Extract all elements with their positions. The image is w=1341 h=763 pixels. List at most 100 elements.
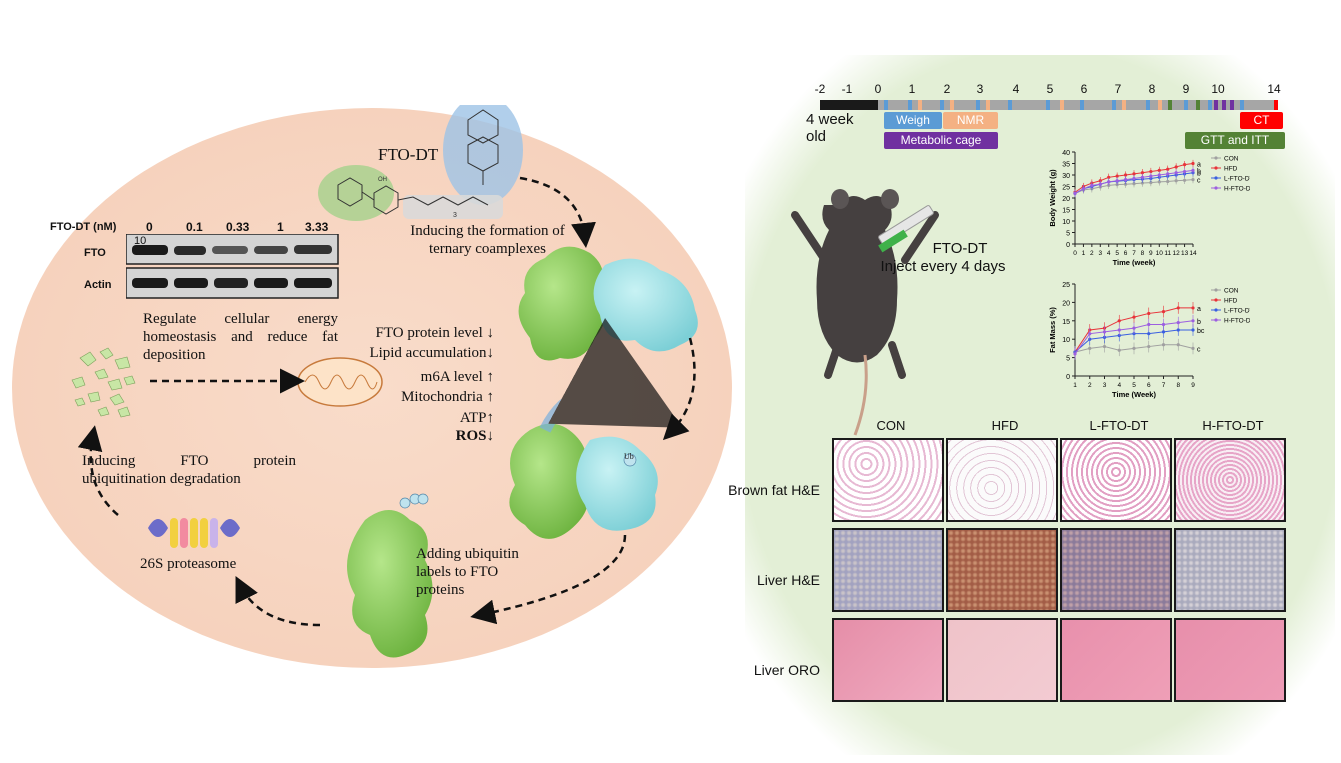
- legend-nmr: NMR: [943, 112, 998, 129]
- timeline-mark: [884, 100, 888, 110]
- timeline-mark: [986, 100, 990, 110]
- data-point: [1157, 180, 1161, 184]
- svg-text:OH: OH: [378, 177, 387, 183]
- x-tick-label: 9: [1191, 382, 1195, 389]
- tile-liver-oro-lfto: [1060, 618, 1172, 702]
- tile-liver-oro-hfd: [946, 618, 1058, 702]
- data-point: [1132, 182, 1136, 186]
- x-tick-label: 5: [1132, 382, 1136, 389]
- timeline-mark: [1046, 100, 1050, 110]
- x-tick-label: 3: [1103, 382, 1107, 389]
- x-tick-label: 8: [1141, 250, 1145, 257]
- linker-repeat-count: 3: [453, 212, 457, 219]
- data-point: [1191, 328, 1195, 332]
- tile-liver-he-hfd: [946, 528, 1058, 612]
- x-tick-label: 10: [1156, 250, 1164, 257]
- ub-label: Ub: [624, 452, 634, 461]
- y-tick-label: 10: [1062, 219, 1070, 226]
- x-tick-label: 7: [1132, 250, 1136, 257]
- timeline-mark: [1222, 100, 1226, 110]
- data-point: [1132, 315, 1136, 319]
- tile-liver-he-hfto: [1174, 528, 1286, 612]
- effect-fto-level: FTO protein level ↓: [375, 325, 494, 341]
- legend-marker: [1214, 298, 1218, 302]
- timeline-tick-label: 0: [874, 82, 882, 96]
- ternary-complex-1: [518, 246, 698, 361]
- mouse-illustration: [791, 189, 939, 436]
- data-point: [1182, 178, 1187, 182]
- x-tick-label: 1: [1082, 250, 1086, 257]
- data-point: [1098, 182, 1102, 186]
- timeline-tick-label: 3: [976, 82, 984, 96]
- data-point: [1140, 181, 1145, 185]
- x-tick-label: 4: [1117, 382, 1121, 389]
- effect-mitochondria: Mitochondria ↑: [401, 389, 494, 405]
- data-point: [1191, 161, 1195, 166]
- legend-weigh: Weigh: [884, 112, 942, 129]
- tile-brown-fat-lfto: [1060, 438, 1172, 522]
- x-tick-label: 13: [1181, 250, 1189, 257]
- data-point: [1174, 179, 1178, 183]
- x-tick-label: 6: [1147, 382, 1151, 389]
- data-point: [1073, 191, 1077, 195]
- timeline-bar: [820, 100, 1278, 110]
- timeline-tick-label: -1: [841, 82, 853, 96]
- effect-ros: ROS↓: [455, 428, 494, 444]
- significance-letter: b: [1197, 168, 1201, 175]
- data-point: [1115, 174, 1119, 178]
- timeline-tick-label: -2: [814, 82, 826, 96]
- timeline-mark: [1230, 100, 1234, 110]
- timeline-pre-segment: [820, 100, 878, 110]
- col-label-hfto: H-FTO-DT: [1202, 418, 1264, 433]
- data-point: [1157, 168, 1161, 172]
- data-point: [1107, 180, 1111, 184]
- step-regulate: Regulate cellular energy homeostasis and…: [143, 311, 338, 363]
- timeline-mark: [1060, 100, 1064, 110]
- y-tick-label: 20: [1062, 300, 1070, 307]
- legend-marker: [1214, 288, 1218, 292]
- x-tick-label: 3: [1098, 250, 1102, 257]
- chemical-structure: OH 3: [318, 105, 523, 221]
- data-point: [1174, 165, 1178, 169]
- data-point: [1088, 346, 1092, 350]
- y-tick-label: 30: [1062, 173, 1070, 180]
- data-point: [1117, 328, 1121, 332]
- legend-label: H-FTO-DT: [1224, 186, 1250, 193]
- x-tick-label: 12: [1173, 250, 1181, 257]
- y-tick-label: 15: [1062, 319, 1070, 326]
- timeline-mark: [1184, 100, 1188, 110]
- data-point: [1176, 306, 1180, 310]
- data-point: [1191, 346, 1195, 350]
- effect-atp: ATP↑: [459, 410, 494, 426]
- data-point: [1147, 322, 1151, 327]
- data-point: [1123, 182, 1128, 186]
- arrow-complex-to-effects: [662, 337, 696, 441]
- timeline-main-segment: [878, 100, 1278, 110]
- timeline-tick-label: 14: [1267, 82, 1281, 96]
- legend-label: L-FTO-DT: [1224, 308, 1250, 315]
- x-tick-label: 9: [1149, 250, 1153, 257]
- timeline-tick-label: 10: [1211, 82, 1225, 96]
- tile-liver-he-lfto: [1060, 528, 1172, 612]
- timeline-mark: [1214, 100, 1218, 110]
- legend-marker: [1214, 176, 1218, 180]
- data-point: [1149, 169, 1153, 174]
- data-point: [1081, 187, 1086, 191]
- x-tick-label: 11: [1164, 250, 1171, 257]
- injection-subtitle: Inject every 4 days: [880, 258, 1006, 275]
- syringe-icon: [878, 205, 934, 253]
- legend-label: H-FTO-DT: [1224, 318, 1250, 325]
- data-point: [1088, 332, 1092, 336]
- data-point: [1161, 343, 1166, 347]
- significance-letter: a: [1197, 306, 1201, 313]
- data-point: [1191, 168, 1195, 172]
- timeline-mark: [1112, 100, 1116, 110]
- timeline-mark: [1158, 100, 1162, 110]
- legend-label: L-FTO-DT: [1224, 176, 1250, 183]
- data-point: [1132, 326, 1136, 330]
- x-axis-label: Time (week): [1113, 258, 1156, 267]
- significance-letter: c: [1197, 346, 1201, 353]
- y-tick-label: 25: [1062, 282, 1070, 289]
